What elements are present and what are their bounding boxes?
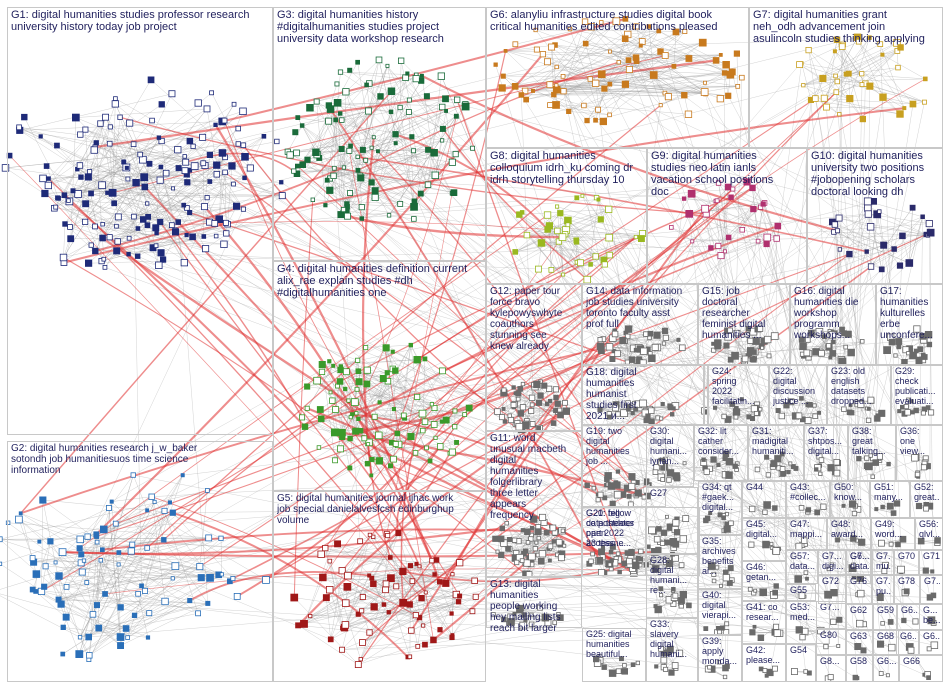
group-box-g24: G24: spring 2022 facilitatin... xyxy=(708,365,769,425)
group-box-g32: G32: lit cather consider... xyxy=(694,425,748,481)
group-title-g3: G3: digital humanities history #digitalh… xyxy=(277,9,483,45)
group-title-g39: G39: apply monda... xyxy=(702,637,739,667)
group-title-g24: G24: spring 2022 facilitatin... xyxy=(712,367,766,407)
group-box-g33: G33: slavery digital humani... xyxy=(646,618,698,682)
group-box-g29: G29: check publicati... evaluati... xyxy=(891,365,943,425)
group-title-g32: G32: lit cather consider... xyxy=(698,427,745,457)
group-title-g43: G43: #collec... xyxy=(790,483,827,503)
group-box-g34: G34: qt #gaek... digital... xyxy=(698,481,742,535)
group-title-g7: G7: digital humanities grant neh_odh adv… xyxy=(753,9,940,45)
group-box-g37: G37: shtpos... digital... xyxy=(804,425,848,481)
group-title-g37: G37: shtpos... digital... xyxy=(808,427,845,457)
group-title-g38: G38: great talking... xyxy=(852,427,893,457)
group-box-g18: G18: digital humanities humanist studies… xyxy=(582,365,704,425)
group-title-g18: G18: digital humanities humanist studies… xyxy=(586,367,701,422)
group-box-g5: G5: digital humanities journal ijhac wor… xyxy=(273,491,486,682)
group-box-g47: G47: mappi... xyxy=(786,518,827,550)
group-title-g28: G28: digital humani... re... xyxy=(650,556,695,596)
group-title-g33: G33: slavery digital humani... xyxy=(650,620,695,660)
group-title-g14: G14: data information job studies univer… xyxy=(586,286,695,330)
group-title-g23: G23: old english datasets dropped... xyxy=(831,367,888,407)
group-title-g13: G13: digital humanities people working h… xyxy=(490,579,579,634)
group-box-g1: G1: digital humanities studies professor… xyxy=(7,7,273,435)
group-title-g34: G34: qt #gaek... digital... xyxy=(702,483,739,513)
group-box-g36: G36: one view... xyxy=(896,425,943,481)
group-title-g40: G40: digital vierapi... xyxy=(702,591,739,621)
node-g2 xyxy=(0,562,2,565)
group-box-g6: G6: alanyliu infrastructure studies digi… xyxy=(486,7,749,148)
group-box-g4: G4: digital humanities definition curren… xyxy=(273,261,486,491)
group-title-g5: G5: digital humanities journal ijhac wor… xyxy=(277,493,483,526)
group-title-g4: G4: digital humanities definition curren… xyxy=(277,263,483,299)
group-title-g15: G15: job doctoral researcher feminist di… xyxy=(702,286,787,341)
group-box-g14: G14: data information job studies univer… xyxy=(582,284,698,365)
group-title-g46: G46: getan... xyxy=(746,563,783,583)
group-title-g30: G30: digital humani... lyrian... xyxy=(650,427,691,467)
group-title-g8: G8: digital humanities colloquium idrh_k… xyxy=(490,150,644,186)
group-box-g17: G17: humanities kulturelles erbe unconfe… xyxy=(876,284,943,365)
group-box-g10: G10: digital humanities university two p… xyxy=(807,148,943,284)
group-box-g41: G41: co resear... xyxy=(742,601,786,644)
group-title-g41: G41: co resear... xyxy=(746,603,783,623)
group-title-g16: G16: digital humanities die workshop pro… xyxy=(794,286,873,341)
group-title-g9: G9: digital humanities studies neo latin… xyxy=(651,150,804,198)
group-box-g44: G44 xyxy=(742,481,786,518)
group-title-g27: G27 xyxy=(650,489,695,499)
group-box-g40: G40: digital vierapi... xyxy=(698,589,742,635)
group-title-g6: G6: alanyliu infrastructure studies digi… xyxy=(490,9,746,33)
group-title-g31: G31: madigital humaniti... xyxy=(752,427,801,457)
group-title-g1: G1: digital humanities studies professor… xyxy=(11,9,270,33)
group-box-g42: G42: please... xyxy=(742,644,786,682)
group-box-g39: G39: apply monda... xyxy=(698,635,742,682)
group-box-g27: G27 xyxy=(646,487,698,554)
group-title-g11: G11: word unusual macbeth digital humani… xyxy=(490,433,579,521)
group-title-g45: G45: digital... xyxy=(746,520,783,540)
group-title-g12: G12: paper tour force bravo kylepowyswhy… xyxy=(490,286,579,352)
group-box-g30: G30: digital humani... lyrian... xyxy=(646,425,694,487)
group-box-g13: G13: digital humanities people working h… xyxy=(486,577,582,628)
group-box-g23: G23: old english datasets dropped... xyxy=(827,365,891,425)
group-box-g11: G11: word unusual macbeth digital humani… xyxy=(486,431,582,577)
group-title-g2: G2: digital humanities research j_w_bake… xyxy=(11,443,270,476)
group-title-g42: G42: please... xyxy=(746,646,783,666)
group-box-g7: G7: digital humanities grant neh_odh adv… xyxy=(749,7,943,148)
group-box-g25: G25: digital humanities beautiful... xyxy=(582,628,646,682)
group-box-g22: G22: digital discussion justice ... xyxy=(769,365,827,425)
group-box-g38: G38: great talking... xyxy=(848,425,896,481)
group-box-g9: G9: digital humanities studies neo latin… xyxy=(647,148,807,284)
group-box-g28: G28: digital humani... re... xyxy=(646,554,698,618)
group-box-g2: G2: digital humanities research j_w_bake… xyxy=(7,441,273,682)
group-box-g3: G3: digital humanities history #digitalh… xyxy=(273,7,486,261)
group-box-g26: G26: poorfrank... lauraingalli... sjlahe… xyxy=(704,365,708,425)
group-box-g35: G35: archives benefits ai... xyxy=(698,535,742,589)
group-title-g35: G35: archives benefits ai... xyxy=(702,537,739,577)
group-title-g36: G36: one view... xyxy=(900,427,940,457)
group-box-g15: G15: job doctoral researcher feminist di… xyxy=(698,284,790,365)
group-box-g8: G8: digital humanities colloquium idrh_k… xyxy=(486,148,647,284)
group-title-g25: G25: digital humanities beautiful... xyxy=(586,630,643,660)
group-title-g44: G44 xyxy=(746,483,783,493)
group-box-g12: G12: paper tour force bravo kylepowyswhy… xyxy=(486,284,582,431)
group-box-g45: G45: digital... xyxy=(742,518,786,561)
group-box-g43: G43: #collec... xyxy=(786,481,830,518)
group-box-g31: G31: madigital humaniti... xyxy=(748,425,804,481)
group-title-g17: G17: humanities kulturelles erbe unconfe… xyxy=(880,286,940,341)
group-box-g16: G16: digital humanities die workshop pro… xyxy=(790,284,876,365)
group-title-g29: G29: check publicati... evaluati... xyxy=(895,367,940,407)
group-box-g46: G46: getan... xyxy=(742,561,786,601)
group-title-g22: G22: digital discussion justice ... xyxy=(773,367,824,407)
node-g2 xyxy=(0,537,2,542)
group-title-g10: G10: digital humanities university two p… xyxy=(811,150,940,198)
